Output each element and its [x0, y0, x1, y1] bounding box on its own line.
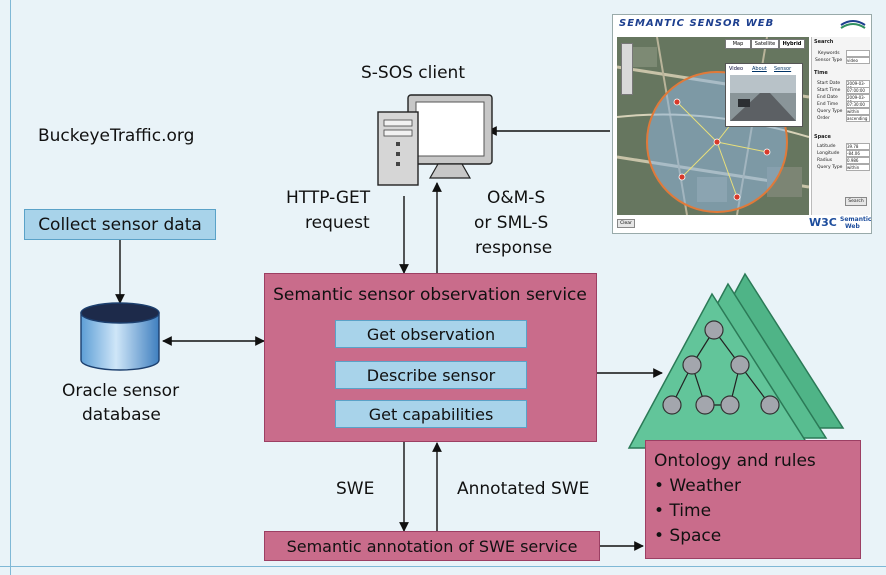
collect-sensor-data-box: Collect sensor data — [24, 209, 216, 240]
screenshot-title: SEMANTIC SENSOR WEB — [619, 18, 775, 29]
w3c-logo: W3C — [809, 216, 837, 229]
response-label-line2: or SML-S — [474, 213, 549, 233]
ontology-box: Ontology and rules • Weather • Time • Sp… — [645, 440, 861, 559]
swe-label: SWE — [336, 479, 375, 499]
panel-keywords-label: Keywords — [818, 51, 840, 56]
annotation-service-label: Semantic annotation of SWE service — [286, 537, 578, 556]
annotation-service-box: Semantic annotation of SWE service — [264, 531, 600, 561]
clear-button[interactable]: Clear — [617, 219, 635, 228]
ontology-item-weather: • Weather — [654, 476, 742, 496]
describe-sensor-op: Describe sensor — [335, 361, 527, 389]
web-logo-icon — [840, 20, 866, 29]
panel-time-value-1[interactable]: 07:00:00 — [846, 87, 870, 94]
map-view[interactable]: Map Satellite Hybrid Video About Sensor — [617, 37, 809, 215]
response-label-line3: response — [475, 238, 553, 258]
panel-keywords-input[interactable] — [846, 50, 870, 57]
panel-time-value-4[interactable]: within — [846, 108, 870, 115]
database-label-line2: database — [82, 405, 161, 425]
popup-tab-sensor[interactable]: Sensor — [774, 66, 792, 72]
panel-time-row-2: End Date — [817, 95, 838, 100]
panel-space-value-0[interactable]: 39.78 — [846, 143, 870, 150]
panel-time-row-4: Query Type — [817, 109, 843, 114]
panel-sensor-type-label: Sensor Type — [815, 58, 843, 63]
get-capabilities-op: Get capabilities — [335, 400, 527, 428]
client-label: S-SOS client — [361, 63, 465, 83]
panel-time-value-5[interactable]: ascending — [846, 115, 870, 122]
ontology-item-space: • Space — [654, 526, 722, 546]
semantic-sensor-web-screenshot: SEMANTIC SENSOR WEB — [612, 14, 872, 234]
video-thumbnail — [730, 75, 796, 121]
get-observation-op: Get observation — [335, 320, 527, 348]
panel-space-row-3: Query Type — [817, 165, 843, 170]
search-panel: Search Keywords Sensor Type video Time S… — [811, 37, 870, 215]
panel-time-row-0: Start Date — [817, 81, 841, 86]
panel-space-value-2[interactable]: 0.986 — [846, 157, 870, 164]
database-label-line1: Oracle sensor — [62, 381, 180, 401]
panel-space-row-0: Latitude — [817, 144, 836, 149]
panel-search-button[interactable]: Search — [845, 197, 867, 206]
source-label: BuckeyeTraffic.org — [38, 126, 195, 146]
panel-search-heading: Search — [814, 39, 834, 45]
panel-space-row-1: Longitude — [817, 151, 840, 156]
semantic-web-logo-line1: Semantic — [840, 216, 872, 223]
popup-tab-video[interactable]: Video — [729, 66, 744, 72]
ssos-title: Semantic sensor observation service — [273, 285, 587, 305]
ontology-title: Ontology and rules — [654, 451, 816, 471]
panel-time-value-3[interactable]: 07:30:00 — [846, 101, 870, 108]
panel-time-row-5: Order — [817, 116, 830, 121]
panel-time-row-3: End Time — [817, 102, 838, 107]
panel-time-row-1: Start Time — [817, 88, 841, 93]
map-zoom-control[interactable] — [621, 43, 633, 95]
panel-time-heading: Time — [814, 70, 828, 76]
video-frame[interactable] — [730, 75, 796, 121]
video-popup: Video About Sensor — [725, 63, 803, 127]
panel-space-value-3[interactable]: within — [846, 164, 870, 171]
panel-space-row-2: Radius — [817, 158, 833, 163]
ssos-box: Semantic sensor observation service Get … — [264, 273, 597, 442]
http-get-label-line1: HTTP-GET — [286, 188, 371, 208]
popup-tab-about[interactable]: About — [752, 66, 767, 72]
panel-space-value-1[interactable]: -84.06 — [846, 150, 870, 157]
frame-bottom-line — [0, 566, 886, 567]
annotated-swe-label: Annotated SWE — [457, 479, 590, 499]
response-label-line1: O&M-S — [487, 188, 546, 208]
map-tab-hybrid[interactable]: Hybrid — [779, 39, 805, 49]
ontology-item-time: • Time — [654, 501, 712, 521]
panel-space-heading: Space — [814, 134, 831, 140]
map-tab-satellite[interactable]: Satellite — [751, 39, 779, 49]
panel-sensor-type-input[interactable]: video — [846, 57, 870, 64]
map-tab-map[interactable]: Map — [725, 39, 751, 49]
semantic-web-logo-line2: Web — [845, 223, 860, 230]
http-get-label-line2: request — [305, 213, 370, 233]
frame-left-line — [10, 0, 11, 575]
